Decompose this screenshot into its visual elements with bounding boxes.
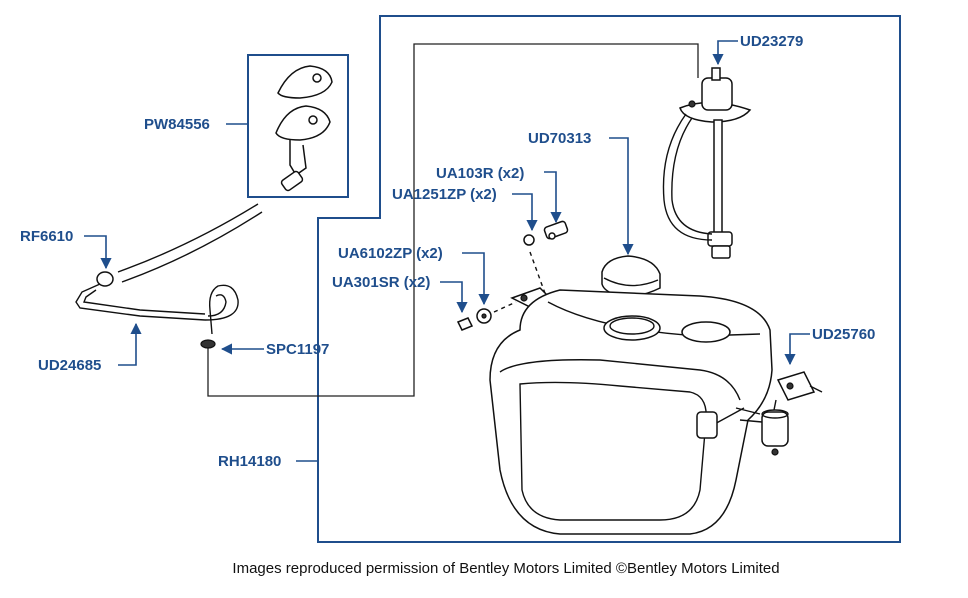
part-label-ud70313: UD70313 xyxy=(528,130,591,147)
assembly-frame xyxy=(317,15,901,543)
part-label-ud24685: UD24685 xyxy=(38,357,101,374)
level-sensor-drawing xyxy=(662,67,752,259)
jet-box xyxy=(247,54,349,198)
part-label-ud23279: UD23279 xyxy=(740,33,803,50)
part-label-pw84556: PW84556 xyxy=(144,116,210,133)
reservoir-cap-drawing xyxy=(601,255,661,298)
hose-drawing xyxy=(75,203,263,349)
washer-jet-drawing xyxy=(275,65,333,192)
connection-lines xyxy=(207,43,699,397)
reservoir-tank-drawing xyxy=(489,289,773,535)
copyright-caption: Images reproduced permission of Bentley … xyxy=(232,560,780,577)
part-label-ud25760: UD25760 xyxy=(812,326,875,343)
part-label-spc1197: SPC1197 xyxy=(266,341,329,358)
leader-lines xyxy=(84,40,810,462)
part-label-ua6102zp: UA6102ZP (x2) xyxy=(338,245,443,262)
part-label-ua301sr: UA301SR (x2) xyxy=(332,274,430,291)
part-label-rh14180: RH14180 xyxy=(218,453,281,470)
pump-drawing xyxy=(735,371,823,456)
part-label-ua103r: UA103R (x2) xyxy=(436,165,524,182)
part-label-ua1251zp: UA1251ZP (x2) xyxy=(392,186,497,203)
part-label-rf6610: RF6610 xyxy=(20,228,73,245)
